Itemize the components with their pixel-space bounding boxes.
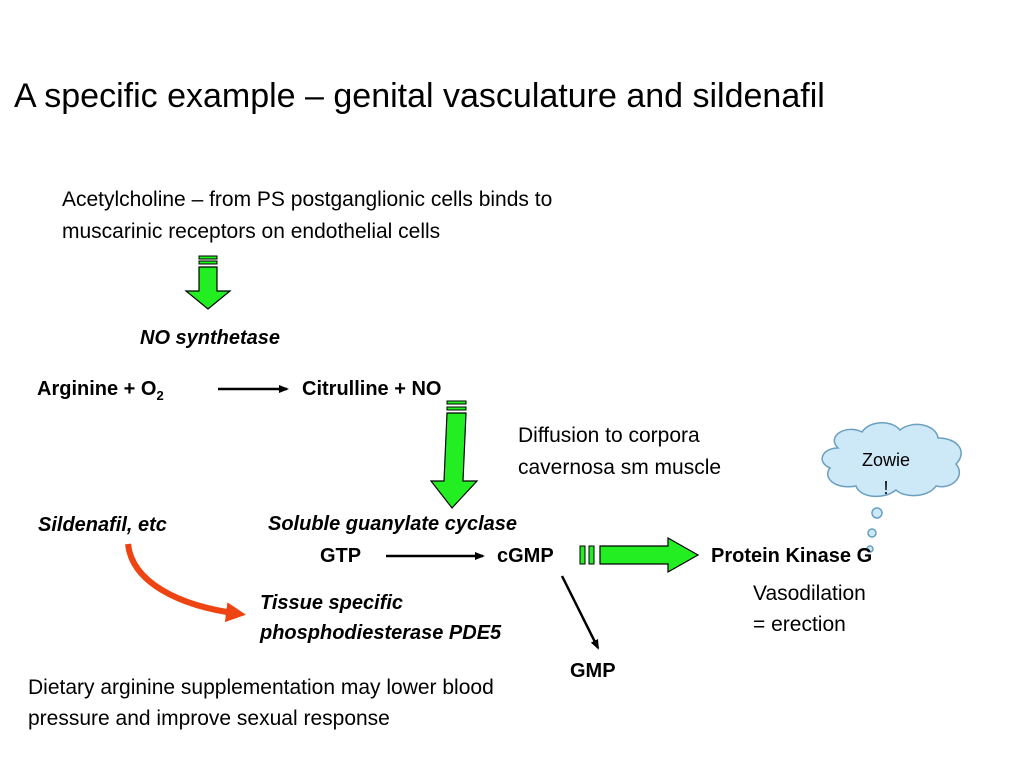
gmp-label: GMP: [570, 660, 616, 682]
diffusion-line-1: Diffusion to corpora: [518, 424, 700, 447]
diffusion-line-2: cavernosa sm muscle: [518, 456, 722, 479]
red-inhibition-arrow: [125, 543, 246, 623]
vasodilation-line-2: = erection: [753, 613, 846, 636]
no-synthetase-label: NO synthetase: [140, 327, 281, 349]
pde5-line-1: Tissue specific: [260, 592, 404, 614]
soluble-guanylate-cyclase-label: Soluble guanylate cyclase: [268, 513, 517, 535]
green-arrow-cgmp-pkg: [579, 536, 700, 574]
oxygen-subscript: 2: [156, 388, 164, 403]
reactants-text: Arginine + O: [37, 378, 157, 400]
pde5-line-2: phosphodiesterase PDE5: [260, 622, 502, 644]
cloud-text: Zowie !: [846, 446, 926, 502]
pde5-label: Tissue specific phosphodiesterase PDE5: [260, 588, 501, 648]
thought-cloud: [821, 422, 962, 553]
protein-kinase-g-label: Protein Kinase G: [711, 545, 873, 567]
sildenafil-label: Sildenafil, etc: [38, 514, 167, 536]
gtp-label: GTP: [320, 545, 362, 567]
reaction1-products: Citrulline + NO: [302, 378, 442, 400]
cgmp-label: cGMP: [497, 545, 554, 567]
cloud-line-1: Zowie: [861, 450, 910, 470]
diffusion-text: Diffusion to corpora cavernosa sm muscle: [518, 420, 721, 484]
reaction1-reactants: Arginine + O2: [37, 376, 164, 409]
dietary-arginine-text: Dietary arginine supplementation may low…: [28, 676, 494, 730]
vasodilation-text: Vasodilation = erection: [753, 578, 866, 640]
cgmp-to-gmp-arrow: [560, 575, 600, 650]
green-arrow-acetylcholine: [184, 255, 232, 310]
vasodilation-line-1: Vasodilation: [753, 582, 866, 605]
cloud-line-2: !: [883, 478, 889, 498]
green-arrow-no-diffusion: [429, 400, 479, 509]
slide-title: A specific example – genital vasculature…: [14, 77, 825, 115]
acetylcholine-text: Acetylcholine – from PS postganglionic c…: [62, 188, 553, 243]
